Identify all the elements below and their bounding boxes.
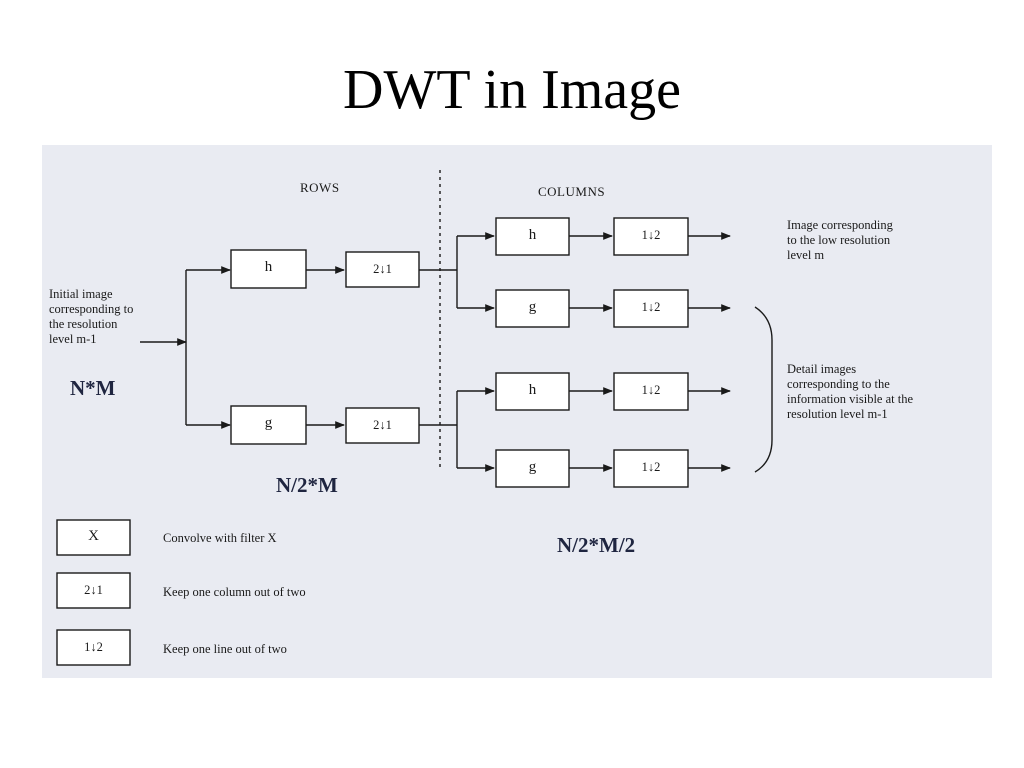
col-h-label-2: h: [528, 382, 537, 398]
col-h-box-1: [495, 217, 570, 256]
rows-header: ROWS: [300, 180, 340, 195]
col-g-box-2: [495, 449, 570, 488]
input-label-line: the resolution: [49, 317, 118, 331]
legend-symbol-rows: 2↓1: [84, 583, 103, 597]
col-h-label-1: h: [528, 227, 537, 243]
col-ds-box-4: [613, 449, 689, 488]
legend-text-x: Convolve with filter X: [163, 531, 277, 545]
input-label-line: level m-1: [49, 332, 97, 346]
legend-box-rows: [56, 572, 131, 609]
col-ds-box-1: [613, 217, 689, 256]
legend-box-x: [56, 519, 131, 556]
low-output-line: Image corresponding: [787, 218, 893, 232]
row-ds-bottom-label: 2↓1: [373, 418, 392, 432]
row-g-box: [230, 405, 307, 445]
slide-title: DWT in Image: [343, 59, 681, 121]
input-label: Initial image corresponding to the resol…: [49, 287, 133, 347]
col-ds-label-2: 1↓2: [641, 300, 661, 314]
col-ds-label-1: 1↓2: [641, 228, 661, 242]
col-h-box-2: [495, 372, 570, 411]
dim-after-rows: N/2*M: [276, 473, 338, 497]
row-g-label: g: [264, 415, 273, 431]
legend-symbol-x: X: [88, 528, 99, 544]
detail-output-label: Detail images corresponding to the infor…: [787, 362, 913, 422]
detail-brace: [754, 306, 773, 473]
row-h-box: [230, 249, 307, 289]
row-h-label: h: [264, 259, 273, 275]
detail-output-line: information visible at the: [787, 392, 914, 406]
input-label-line: corresponding to: [49, 302, 134, 316]
row-ds-top-box: [345, 251, 420, 288]
col-g-label-1: g: [528, 299, 537, 315]
input-label-line: Initial image: [49, 287, 113, 301]
col-ds-label-4: 1↓2: [641, 460, 661, 474]
low-output-line: to the low resolution: [787, 233, 891, 247]
detail-output-line: Detail images: [787, 362, 857, 376]
legend-symbol-cols: 1↓2: [84, 640, 103, 654]
legend-text-rows: Keep one column out of two: [163, 585, 306, 599]
col-g-label-2: g: [528, 459, 537, 475]
detail-output-line: corresponding to the: [787, 377, 890, 391]
col-ds-box-3: [613, 372, 689, 411]
low-output-line: level m: [787, 248, 825, 262]
row-ds-top-label: 2↓1: [373, 262, 392, 276]
detail-output-line: resolution level m-1: [787, 407, 888, 421]
col-ds-label-3: 1↓2: [641, 383, 661, 397]
columns-header: COLUMNS: [538, 184, 606, 199]
legend-text-cols: Keep one line out of two: [163, 642, 287, 656]
dim-after-cols: N/2*M/2: [557, 533, 636, 557]
dim-input: N*M: [70, 376, 116, 400]
col-ds-box-2: [613, 289, 689, 328]
low-output-label: Image corresponding to the low resolutio…: [787, 218, 893, 263]
legend-box-cols: [56, 629, 131, 666]
row-ds-bottom-box: [345, 407, 420, 444]
